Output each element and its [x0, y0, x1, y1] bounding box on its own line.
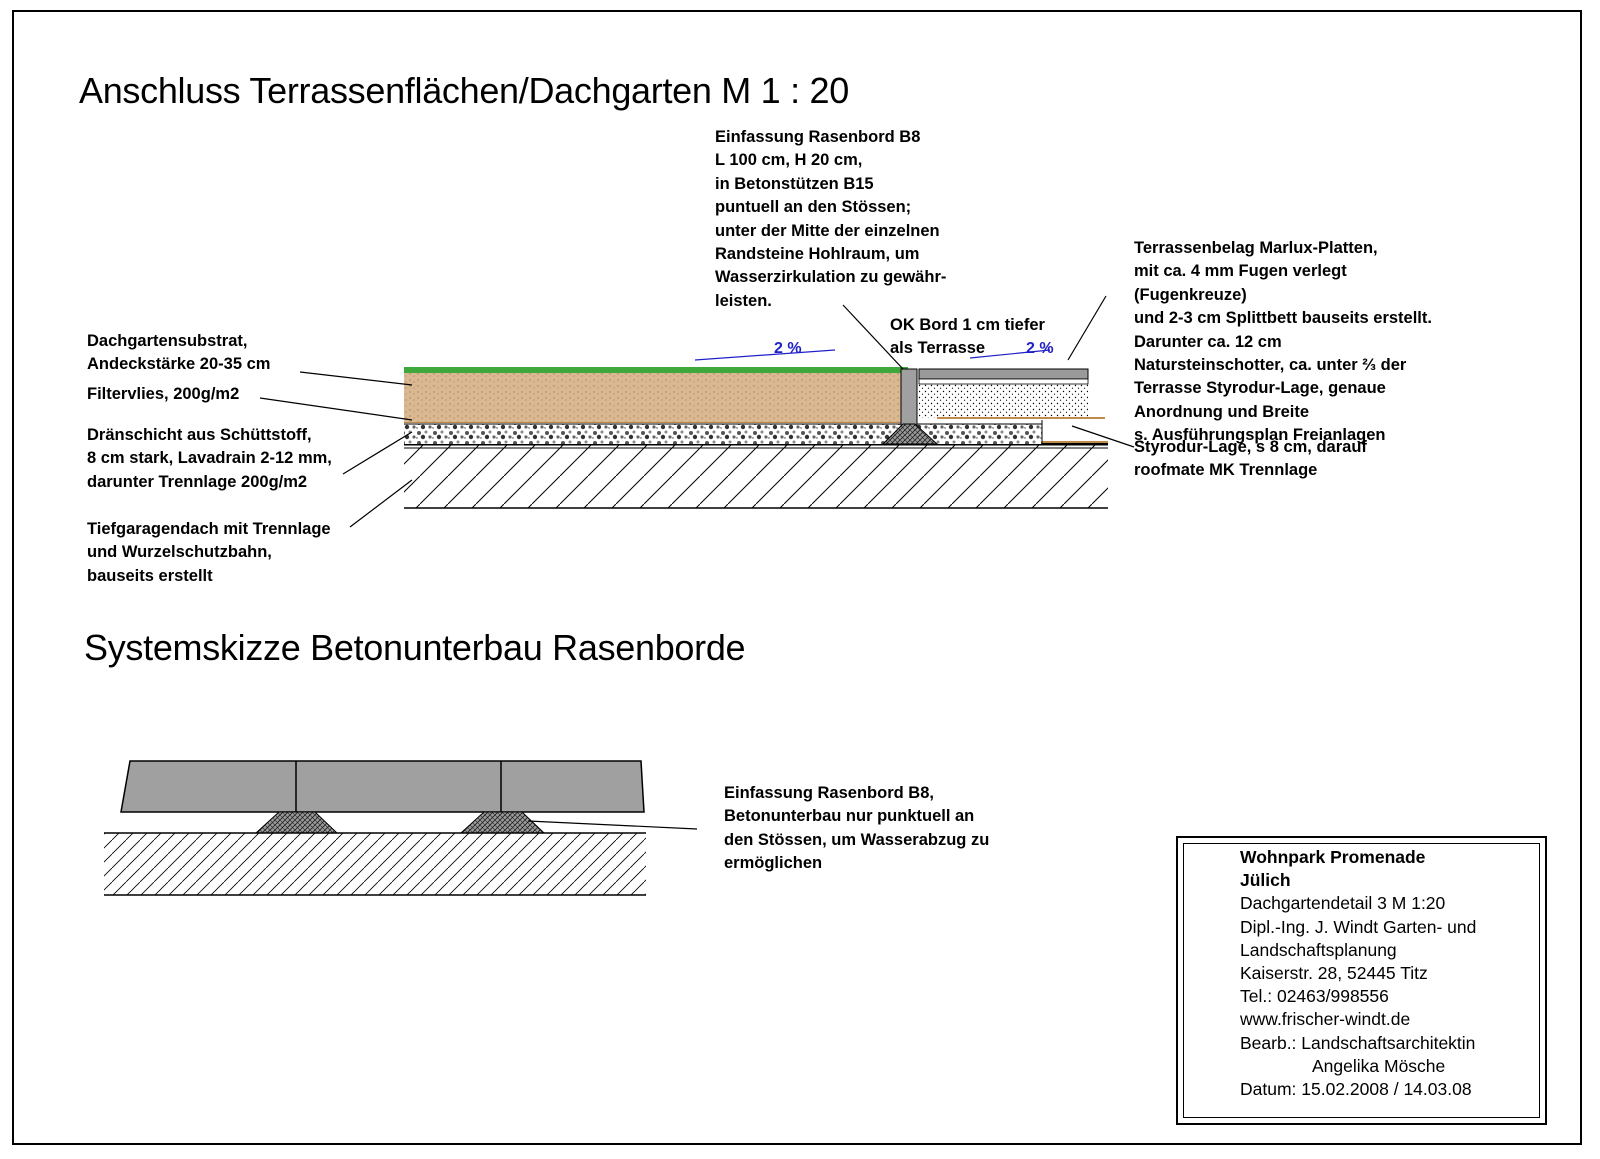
note-draenschicht: Dränschicht aus Schüttstoff,8 cm stark, …	[87, 426, 332, 491]
slope-arrow-left	[694, 349, 836, 361]
title-block	[1176, 836, 1547, 1125]
split-bed	[918, 378, 1089, 385]
slope-label-left: 2 %	[774, 340, 802, 357]
curb-stone	[900, 368, 918, 428]
bearbeiter: Angelika Mösche	[1312, 1055, 1446, 1076]
sketch-slab	[104, 833, 646, 895]
gravel-base	[919, 384, 1088, 418]
note-substrat: Dachgartensubstrat,Andeckstärke 20-35 cm	[87, 332, 271, 374]
roof-slab	[404, 442, 1108, 509]
project-city: Jülich	[1240, 870, 1291, 891]
concrete-support	[881, 423, 939, 445]
styrodur-layer	[1042, 420, 1108, 443]
leader-lines	[259, 295, 1135, 528]
grass-layer	[404, 367, 908, 373]
title-block-text: Wohnpark Promenade Jülich Dachgartendeta…	[1240, 846, 1476, 1101]
slope-arrow-right	[969, 349, 1051, 359]
note-system: Einfassung Rasenbord B8,Betonunterbau nu…	[724, 784, 990, 873]
note-terrassenbelag: Terrassenbelag Marlux-Platten,mit ca. 4 …	[1134, 239, 1432, 445]
drainage-layer	[404, 424, 1042, 444]
main-title: Anschluss Terrassenflächen/Dachgarten M …	[79, 70, 849, 111]
drawing-frame	[12, 10, 1582, 1145]
note-filtervlies: Filtervlies, 200g/m2	[87, 385, 240, 403]
support-right	[459, 811, 546, 834]
slope-label-right: 2 %	[1026, 340, 1054, 357]
project-name: Wohnpark Promenade	[1240, 847, 1426, 867]
datum: Datum: 15.02.2008 / 14.03.08	[1240, 1079, 1472, 1100]
system-sketch-title: Systemskizze Betonunterbau Rasenborde	[84, 627, 746, 668]
system-sketch	[104, 760, 698, 896]
substrate-layer	[404, 372, 908, 422]
curb-row	[120, 760, 645, 813]
terrace-paving	[918, 368, 1089, 380]
support-left	[254, 811, 339, 834]
